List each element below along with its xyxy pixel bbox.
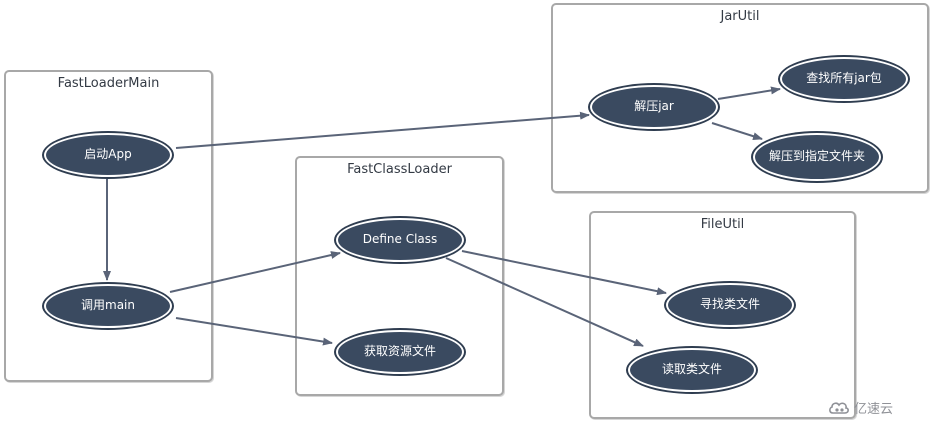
- group-title-fileutil: FileUtil: [700, 217, 745, 232]
- group-title-fastloadermain: FastLoaderMain: [57, 76, 160, 91]
- node-read-class-file[interactable]: 读取类文件: [628, 348, 756, 392]
- node-call-main[interactable]: 调用main: [44, 284, 172, 328]
- node-start-app[interactable]: 启动App: [44, 133, 172, 177]
- node-find-all-jars[interactable]: 查找所有jar包: [780, 57, 908, 101]
- group-title-jarutil: JarUtil: [720, 9, 760, 24]
- cloud-logo-icon: [829, 401, 849, 414]
- edge-start-app-to-unzip-jar: [175, 111, 590, 149]
- watermark-text: 亿速云: [854, 402, 894, 417]
- watermark: 亿速云: [828, 398, 893, 417]
- group-title-fastclassloader: FastClassLoader: [347, 162, 452, 177]
- node-unzip-to-dir[interactable]: 解压到指定文件夹: [753, 133, 881, 181]
- node-define-class[interactable]: Define Class: [336, 218, 464, 262]
- node-get-resource[interactable]: 获取资源文件: [336, 330, 464, 374]
- node-unzip-jar[interactable]: 解压jar: [590, 85, 718, 129]
- group-fastloadermain: FastLoaderMain: [4, 70, 213, 382]
- node-find-class-file[interactable]: 寻找类文件: [666, 283, 794, 327]
